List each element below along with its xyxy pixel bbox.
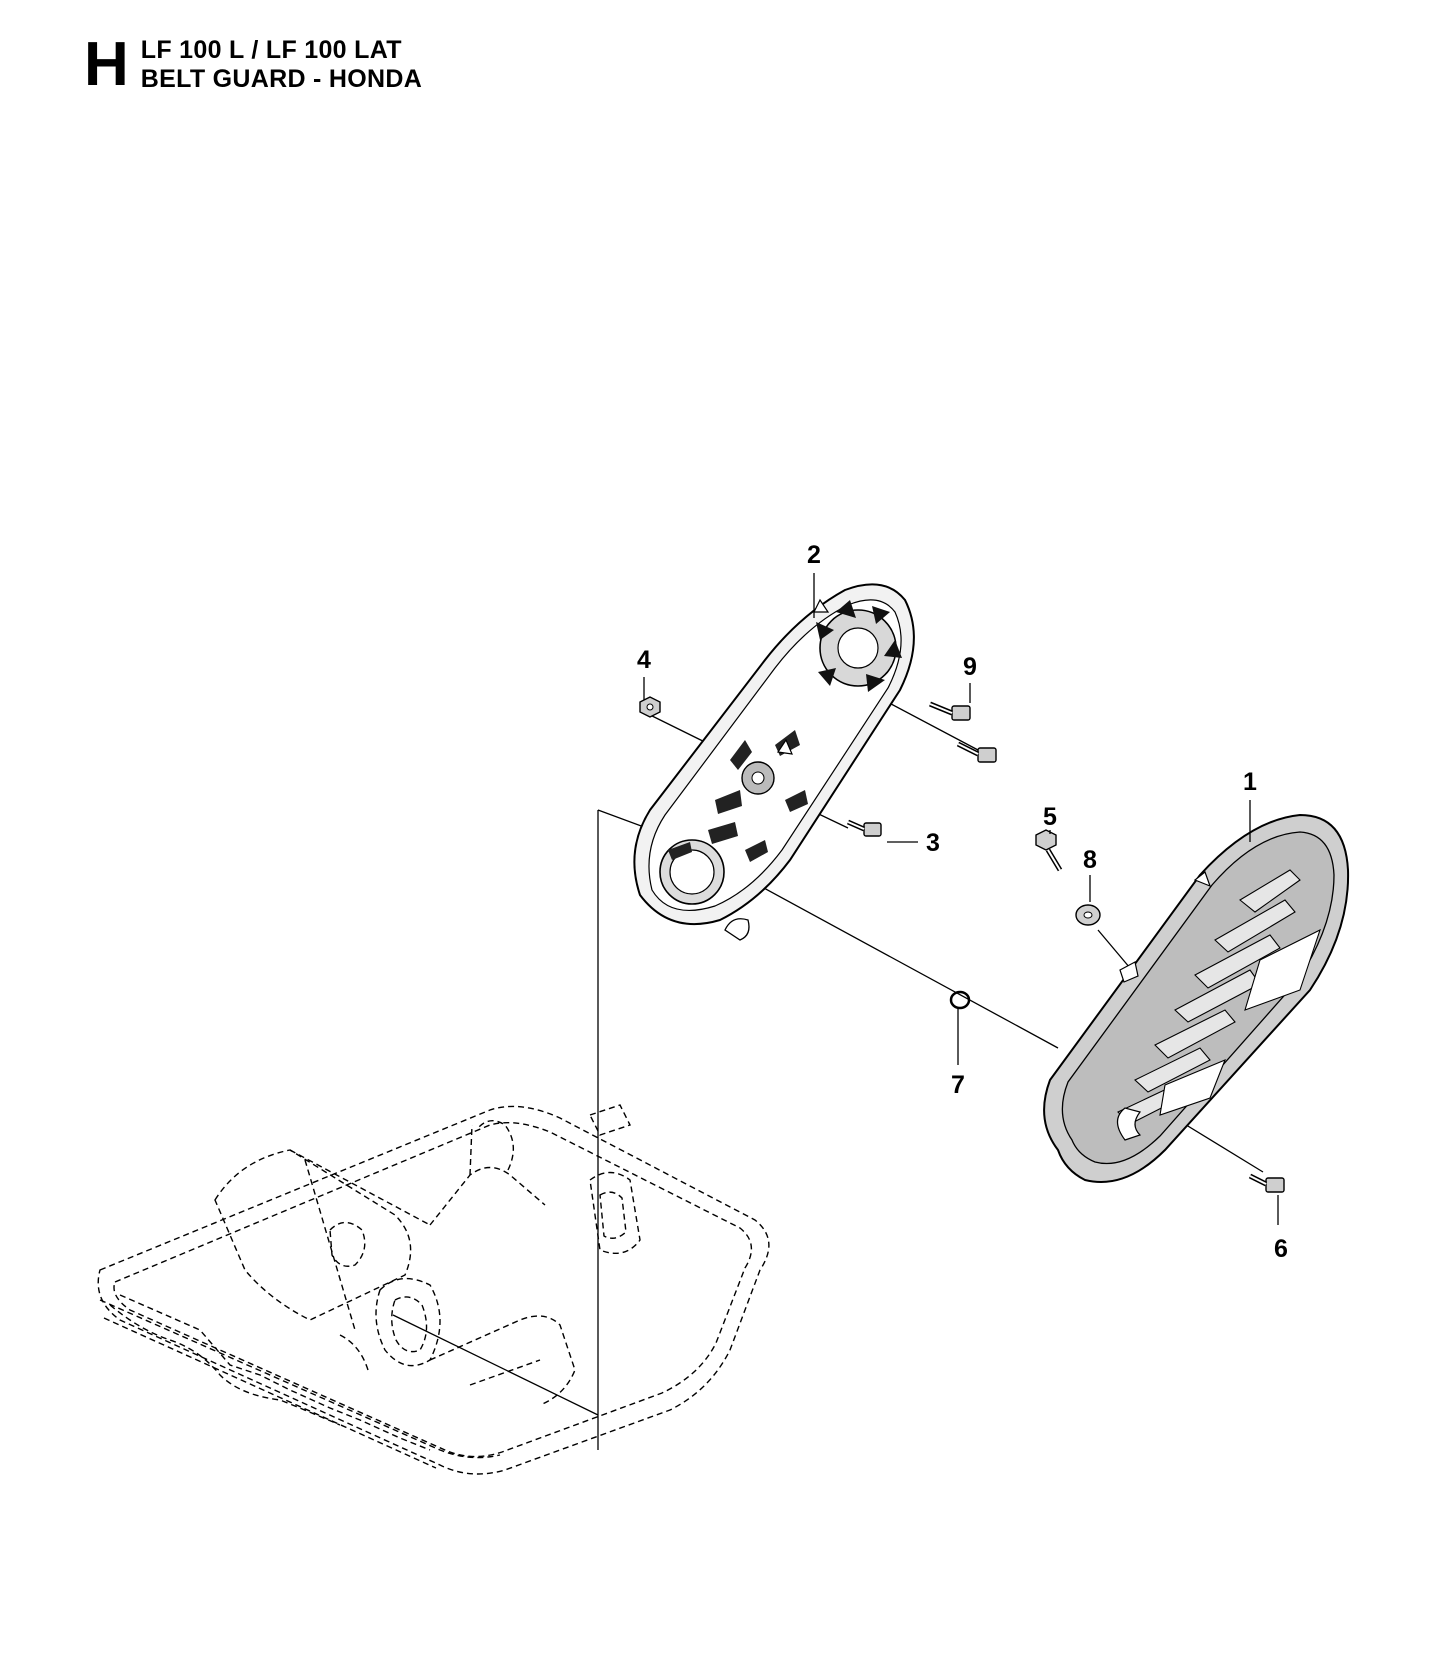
screw-part-3 [846,819,882,837]
callout-1: 1 [1243,768,1257,796]
page-header: H LF 100 L / LF 100 LAT BELT GUARD - HON… [84,32,422,96]
callout-labels: 1 2 3 4 5 6 7 8 9 [637,541,1288,1263]
nut-part-4 [639,696,661,718]
inner-belt-guard-part-2 [633,583,915,941]
screw-part-6 [1248,1173,1285,1193]
callout-4: 4 [637,646,651,674]
base-plate-phantom [97,1104,770,1475]
screw-part-9-lower [956,741,997,763]
section-letter: H [84,30,129,99]
callout-6: 6 [1274,1235,1288,1263]
callout-8: 8 [1083,846,1097,874]
screw-part-9-upper [929,701,971,721]
washer-part-8 [1075,904,1101,926]
callout-leaders [643,573,1279,1225]
washer-part-7 [949,990,971,1010]
callout-2: 2 [807,541,821,569]
header-titles: LF 100 L / LF 100 LAT BELT GUARD - HONDA [141,36,422,94]
callout-7: 7 [951,1071,965,1099]
model-title: LF 100 L / LF 100 LAT [140,36,402,64]
callout-5: 5 [1043,803,1057,831]
callout-3: 3 [926,829,940,857]
screw-part-5 [1035,829,1063,872]
outer-belt-guard-part-1 [1043,813,1350,1183]
section-title: BELT GUARD - HONDA [140,65,423,93]
callout-9: 9 [963,653,977,681]
